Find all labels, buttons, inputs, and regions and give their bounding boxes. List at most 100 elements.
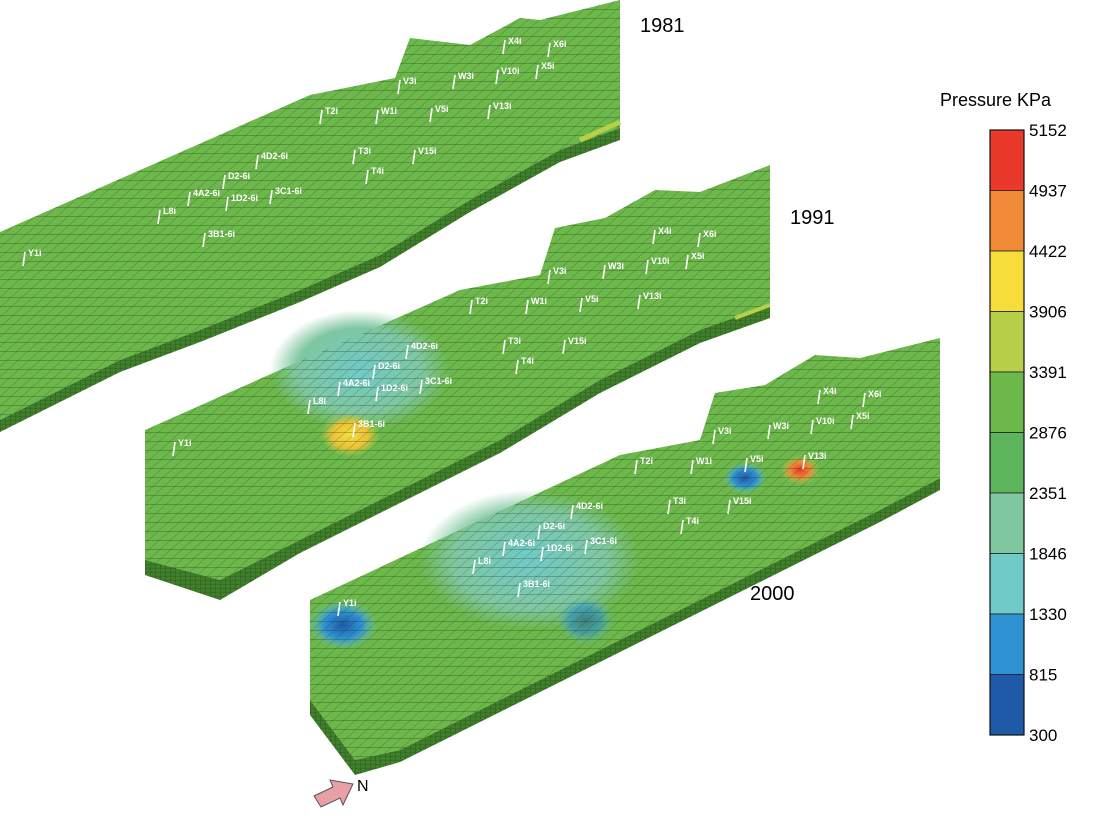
well-label-V10i: V10i [816, 416, 835, 426]
well-label-D2-6i: D2-6i [378, 361, 400, 371]
well-label-X5i: X5i [691, 251, 705, 261]
north-indicator: N [313, 778, 369, 808]
well-marker-T2i [319, 109, 323, 125]
well-label-4A2-6i: 4A2-6i [508, 538, 535, 548]
well-marker-V15i [412, 149, 416, 165]
well-label-T2i: T2i [325, 106, 338, 116]
well-label-T3i: T3i [673, 496, 686, 506]
well-label-3C1-6i: 3C1-6i [425, 376, 452, 386]
well-marker-T2i [469, 299, 473, 315]
well-marker-3B1-6i [517, 582, 521, 598]
well-marker-T4i [365, 169, 369, 185]
well-marker-D2-6i [222, 174, 226, 190]
legend-tick-labels: 5152493744223906339128762351184613308153… [1029, 121, 1067, 745]
well-marker-W1i [375, 109, 379, 125]
well-label-W3i: W3i [773, 421, 789, 431]
well-marker-W3i [767, 424, 771, 440]
well-label-Y1i: Y1i [28, 248, 42, 258]
year-label-1991: 1991 [790, 207, 835, 229]
well-label-V15i: V15i [418, 146, 437, 156]
well-label-Y1i: Y1i [178, 438, 192, 448]
well-label-3B1-6i: 3B1-6i [358, 419, 385, 429]
well-marker-1D2-6i [540, 546, 544, 562]
well-marker-X4i [652, 229, 656, 245]
well-marker-V13i [802, 454, 806, 470]
north-arrow-icon [313, 779, 354, 808]
well-marker-4A2-6i [337, 381, 341, 397]
well-marker-3C1-6i [419, 379, 423, 395]
legend-swatch-3 [989, 311, 1025, 373]
well-marker-V5i [579, 297, 583, 313]
well-marker-X6i [547, 42, 551, 58]
legend-swatch-5 [989, 432, 1025, 494]
well-marker-W3i [452, 74, 456, 90]
well-marker-V3i [712, 429, 716, 445]
well-label-1D2-6i: 1D2-6i [231, 193, 258, 203]
well-marker-V10i [810, 419, 814, 435]
well-marker-V3i [547, 269, 551, 285]
well-marker-X5i [685, 254, 689, 270]
well-label-4D2-6i: 4D2-6i [261, 151, 288, 161]
well-label-V10i: V10i [501, 66, 520, 76]
well-marker-Y1i [337, 601, 341, 617]
well-label-T4i: T4i [371, 166, 384, 176]
well-marker-V5i [429, 107, 433, 123]
well-marker-1D2-6i [375, 386, 379, 402]
well-label-T2i: T2i [640, 456, 653, 466]
well-marker-V10i [645, 259, 649, 275]
well-marker-V3i [397, 79, 401, 95]
well-label-V3i: V3i [403, 76, 417, 86]
well-label-D2-6i: D2-6i [543, 521, 565, 531]
well-marker-V15i [727, 499, 731, 515]
year-label-2000: 2000 [750, 583, 795, 605]
legend-tick-4422: 4422 [1029, 242, 1067, 261]
well-label-4D2-6i: 4D2-6i [576, 501, 603, 511]
well-marker-V13i [487, 104, 491, 120]
legend-tick-815: 815 [1029, 666, 1057, 685]
legend-swatch-4 [989, 371, 1025, 433]
well-label-T3i: T3i [508, 336, 521, 346]
well-label-3C1-6i: 3C1-6i [590, 536, 617, 546]
well-marker-X5i [535, 64, 539, 80]
well-marker-1D2-6i [225, 196, 229, 212]
well-label-V13i: V13i [643, 291, 662, 301]
well-marker-T4i [680, 519, 684, 535]
well-label-L8i: L8i [313, 396, 326, 406]
well-label-V5i: V5i [585, 294, 599, 304]
well-label-V13i: V13i [493, 101, 512, 111]
well-label-X6i: X6i [703, 229, 717, 239]
well-marker-V5i [744, 457, 748, 473]
legend-swatch-7 [989, 553, 1025, 615]
legend-frame [989, 129, 1025, 736]
well-marker-4A2-6i [187, 191, 191, 207]
legend-tick-5152: 5152 [1029, 121, 1067, 140]
slab-1981-edge-highlight [578, 119, 622, 143]
legend-tick-2351: 2351 [1029, 484, 1067, 503]
well-label-3C1-6i: 3C1-6i [275, 186, 302, 196]
well-label-1D2-6i: 1D2-6i [546, 543, 573, 553]
well-label-T4i: T4i [686, 516, 699, 526]
well-label-T4i: T4i [521, 356, 534, 366]
well-label-V10i: V10i [651, 256, 670, 266]
well-marker-T2i [634, 459, 638, 475]
well-marker-V15i [562, 339, 566, 355]
well-marker-4D2-6i [405, 344, 409, 360]
legend-swatch-6 [989, 492, 1025, 554]
legend-tick-3906: 3906 [1029, 303, 1067, 322]
well-marker-X6i [862, 392, 866, 408]
well-marker-T3i [352, 149, 356, 165]
well-label-W1i: W1i [531, 296, 547, 306]
well-marker-D2-6i [372, 364, 376, 380]
well-label-4A2-6i: 4A2-6i [343, 378, 370, 388]
pressure-legend: Pressure KPa 515249374422390633912876235… [940, 90, 1067, 745]
legend-color-bar [989, 129, 1025, 736]
well-marker-T4i [515, 359, 519, 375]
legend-title: Pressure KPa [940, 90, 1052, 110]
